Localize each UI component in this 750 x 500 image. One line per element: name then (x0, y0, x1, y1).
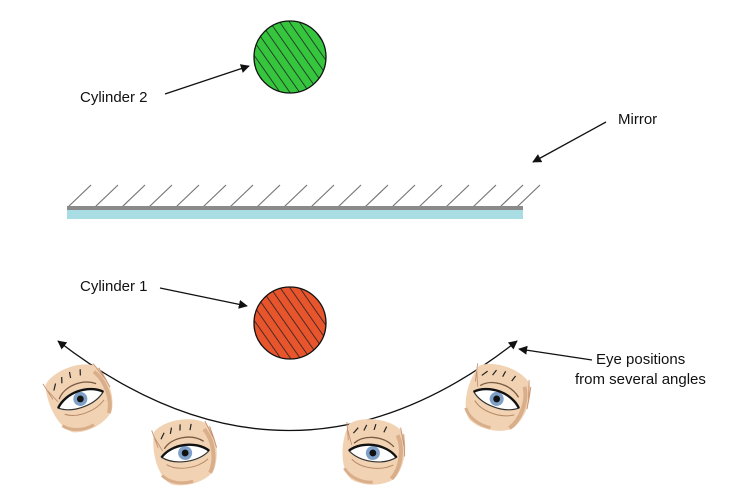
mirror-hatch-marks (67, 184, 541, 208)
cylinder-1-pointer-arrow (159, 287, 248, 309)
eye-icon (335, 413, 412, 491)
eye-positions-label-line1: Eye positions (596, 351, 685, 368)
eye-icon (454, 354, 541, 442)
mirror (67, 184, 541, 219)
mirror-label: Mirror (618, 111, 657, 128)
cylinder-1 (253, 286, 327, 360)
eye-icon (37, 354, 124, 442)
mirror-glass (67, 210, 523, 219)
cylinder-2-label: Cylinder 2 (80, 89, 148, 106)
eye-icon (148, 413, 224, 491)
mirror-backing (67, 206, 523, 210)
eye-positions-arc (57, 340, 518, 432)
eye-positions-label-line2: from several angles (575, 371, 706, 388)
cylinder-2 (253, 20, 327, 94)
cylinder-2-pointer-arrow (164, 64, 250, 95)
eye-positions-pointer-arrow (518, 345, 593, 361)
mirror-pointer-arrow (532, 121, 607, 163)
cylinder-1-label: Cylinder 1 (80, 278, 148, 295)
